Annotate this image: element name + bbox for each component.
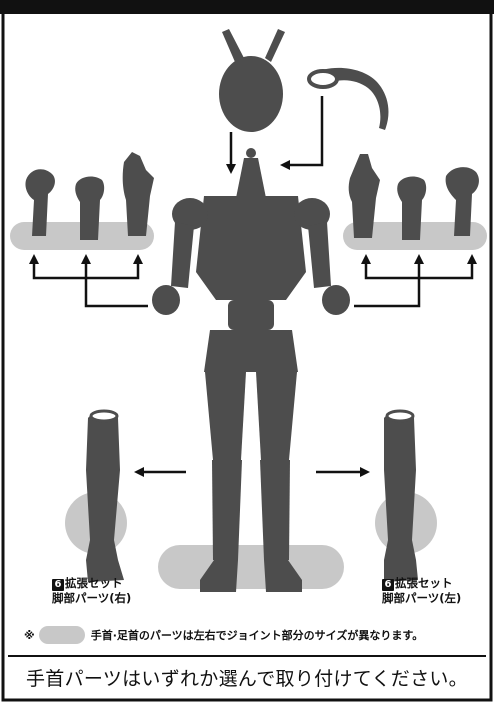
feet-base-highlight: [158, 545, 344, 589]
antenna-icon: [222, 29, 244, 62]
note-text: 手首·足首のパーツは左右でジョイント部分のサイズが異なります。: [91, 627, 424, 643]
instruction-text: 手首パーツはいずれか選んで取り付けてください。: [0, 664, 494, 691]
joint-size-note: ※ 手首·足首のパーツは左右でジョイント部分のサイズが異なります。: [24, 625, 423, 645]
note-mark: ※: [24, 629, 35, 642]
antenna-icon: [265, 29, 285, 62]
divider: [8, 655, 486, 657]
leg-boot-icon: [384, 411, 418, 582]
leg-boot-icon: [86, 411, 124, 582]
gray-swatch: [39, 626, 85, 644]
set-name: 拡張セット: [395, 576, 453, 590]
set-badge: 6: [52, 579, 64, 591]
set-badge: 6: [382, 579, 394, 591]
figure-body: [152, 148, 350, 592]
arrow-icon: [354, 262, 419, 306]
arrow-icon: [288, 96, 322, 165]
set-name: 拡張セット: [65, 576, 123, 590]
left-leg-caption-line2: 脚部パーツ(左): [382, 591, 461, 606]
head-icon: [219, 29, 285, 132]
hand-icon: [123, 152, 154, 236]
right-leg-caption-line2: 脚部パーツ(右): [52, 591, 131, 606]
